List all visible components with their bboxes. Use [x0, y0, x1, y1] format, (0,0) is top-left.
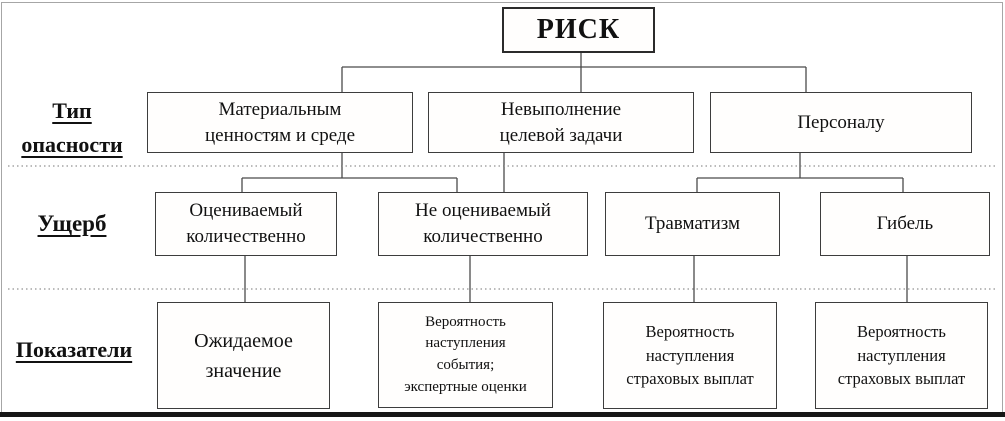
node-quantitative: Оцениваемый количественно	[155, 192, 337, 256]
node-insurance-payout-probability-1: Вероятность наступления страховых выплат	[603, 302, 777, 409]
node-target-task-failure: Невыполнение целевой задачи	[428, 92, 694, 153]
node-injury: Травматизм	[605, 192, 780, 256]
row-label-hazard-type: Тип опасности	[21, 98, 123, 158]
node-non-quantitative: Не оцениваемый количественно	[378, 192, 588, 256]
node-risk: РИСК	[502, 7, 655, 53]
node-material-values: Материальным ценностям и среде	[147, 92, 413, 153]
row-label-indicators: Показатели	[15, 337, 133, 362]
node-insurance-payout-probability-2: Вероятность наступления страховых выплат	[815, 302, 988, 409]
node-death: Гибель	[820, 192, 990, 256]
node-personnel: Персоналу	[710, 92, 972, 153]
row-label-damage: Ущерб	[37, 211, 107, 236]
node-expected-value: Ожидаемое значение	[157, 302, 330, 409]
bottom-border-bar	[0, 412, 1005, 417]
node-event-probability: Вероятность наступления события; эксперт…	[378, 302, 553, 408]
dotted-separators	[8, 165, 998, 290]
